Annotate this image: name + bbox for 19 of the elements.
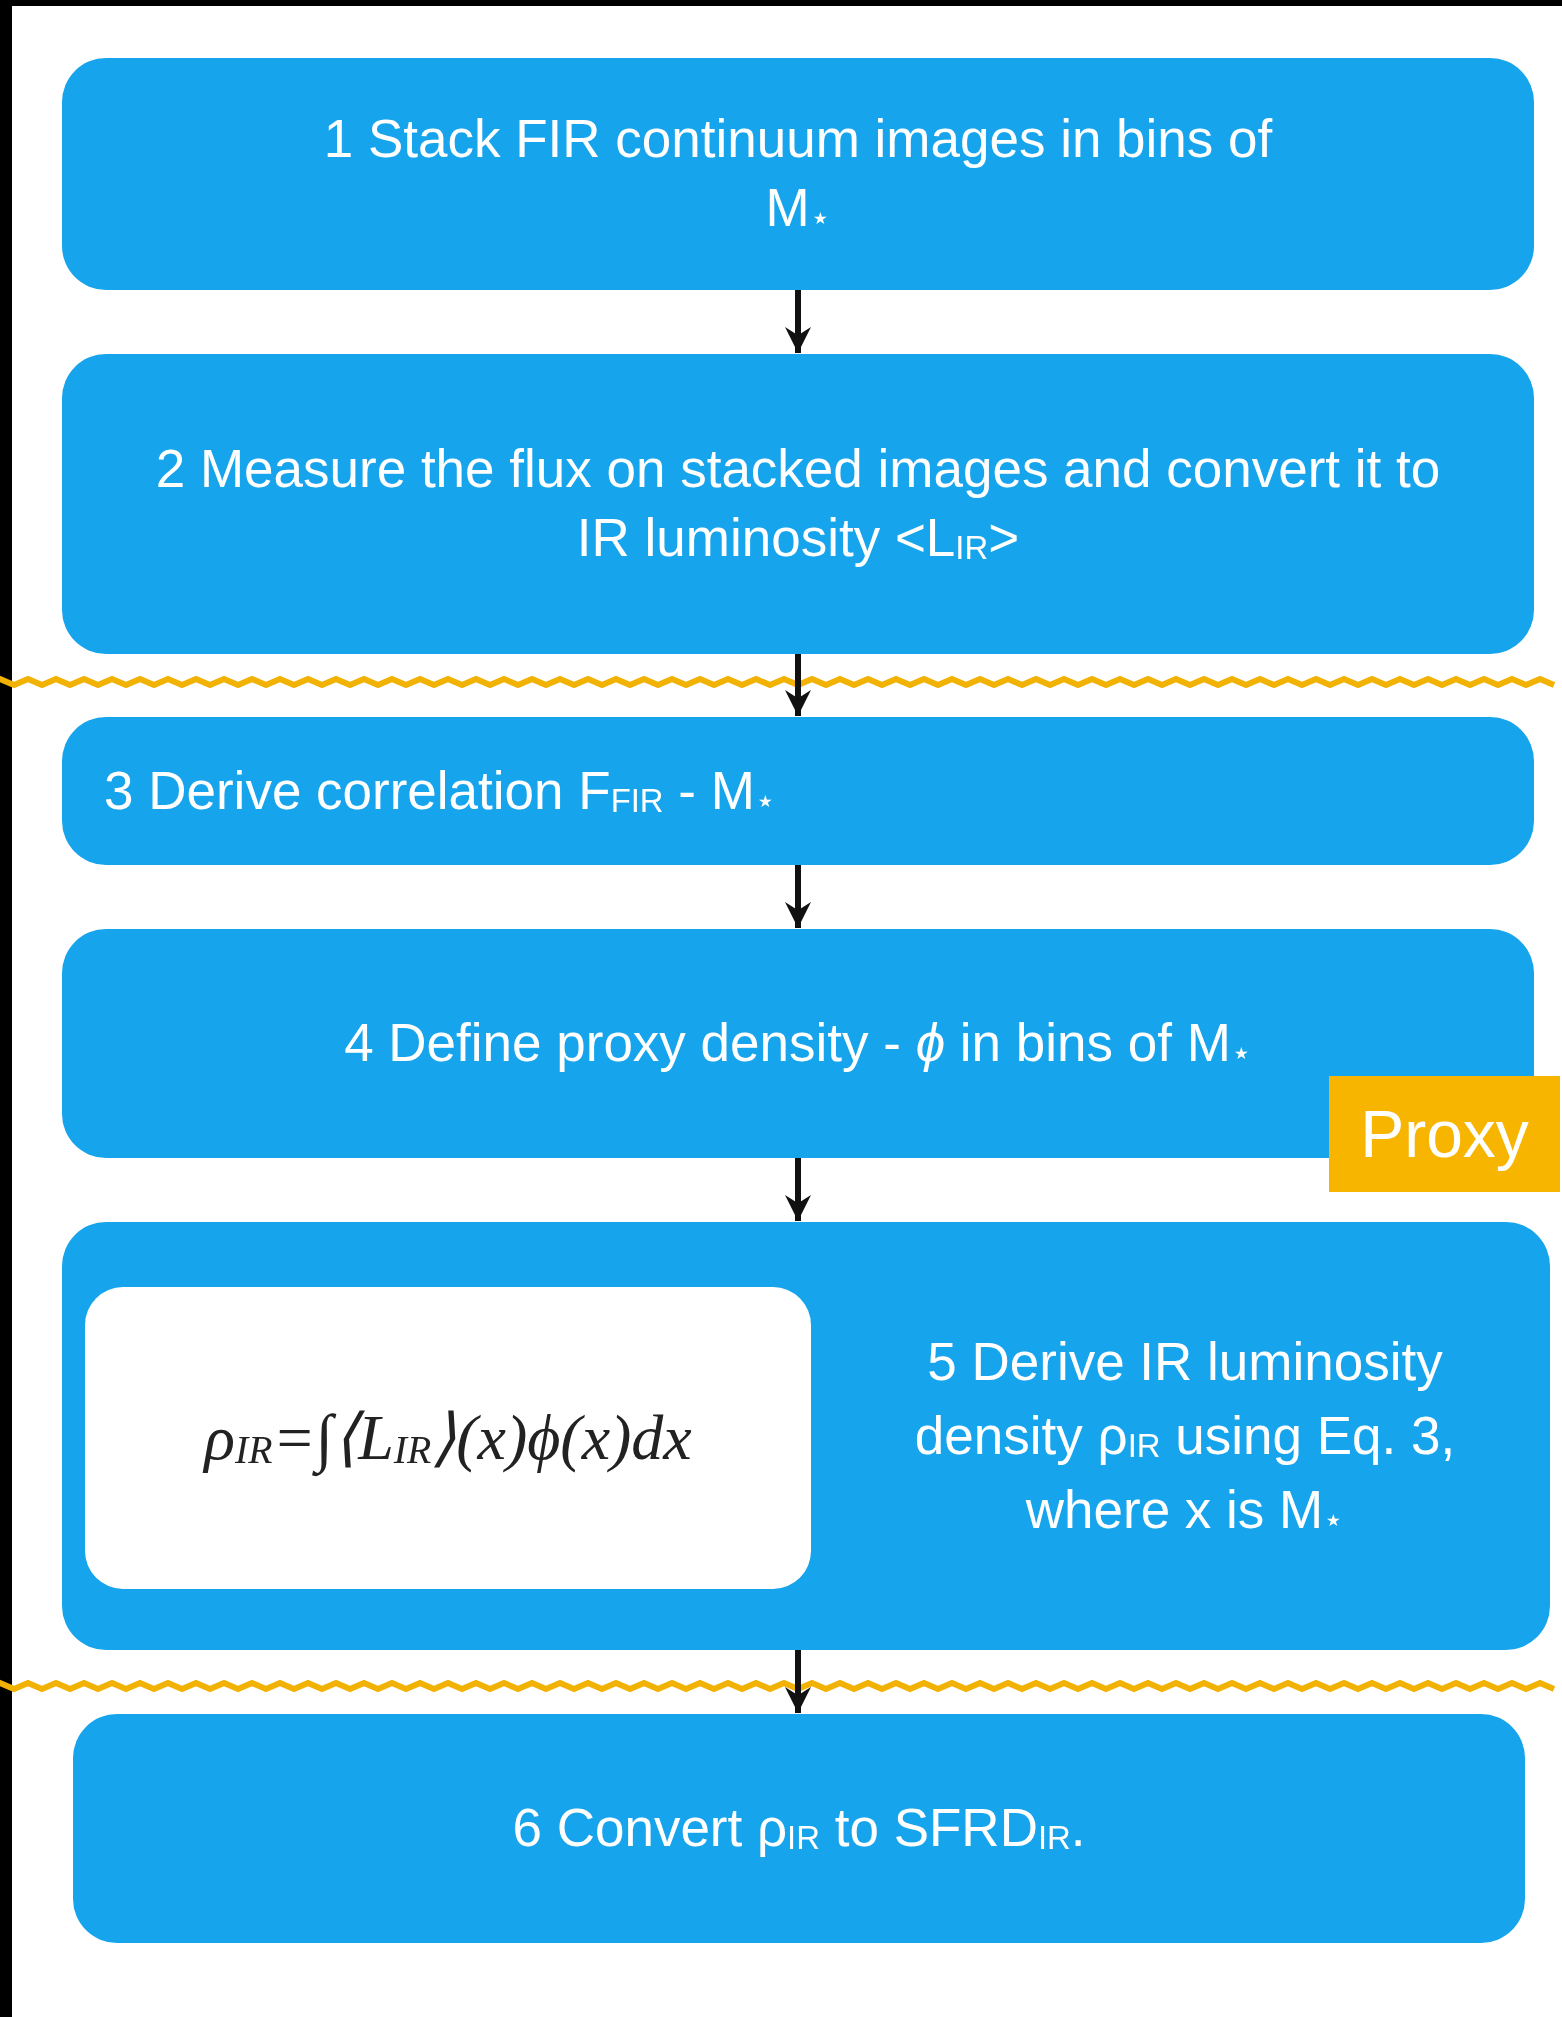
step-text: 4 Define proxy density - ϕ in bins of M$_{⋆}$ bbox=[344, 1012, 1252, 1075]
arrow bbox=[785, 865, 811, 928]
arrow bbox=[785, 1650, 811, 1713]
process-box bbox=[62, 717, 1534, 865]
arrow bbox=[785, 654, 811, 716]
equation: ρ$_{IR}$=∫⟨L$_{IR}$⟩(x)ϕ(x)dx bbox=[204, 1401, 692, 1478]
step-text: 5 Derive IR luminosity density ρ$_{IR}$ using Eq. 3, where x is M$_{⋆}$ bbox=[913, 1330, 1457, 1542]
arrow bbox=[785, 290, 811, 353]
arrow bbox=[785, 1158, 811, 1221]
process-box bbox=[62, 58, 1534, 290]
step-text: 2 Measure the flux on stacked images and convert it to IR luminosity <L$_{IR}$> bbox=[154, 438, 1442, 569]
process-box bbox=[62, 354, 1534, 654]
step-text: 6 Convert ρ$_{IR}$ to SFRD$_{IR}$. bbox=[512, 1797, 1086, 1860]
section-tag: Proxy bbox=[1329, 1076, 1560, 1192]
step-text: 1 Stack FIR continuum images in bins of M$_{⋆}$ bbox=[322, 108, 1274, 239]
step-text: 3 Derive correlation F$_{FIR}$ - M$_{⋆}$ bbox=[104, 759, 776, 822]
formula-box bbox=[85, 1287, 811, 1589]
process-box bbox=[62, 1222, 1550, 1650]
process-box bbox=[73, 1714, 1525, 1943]
